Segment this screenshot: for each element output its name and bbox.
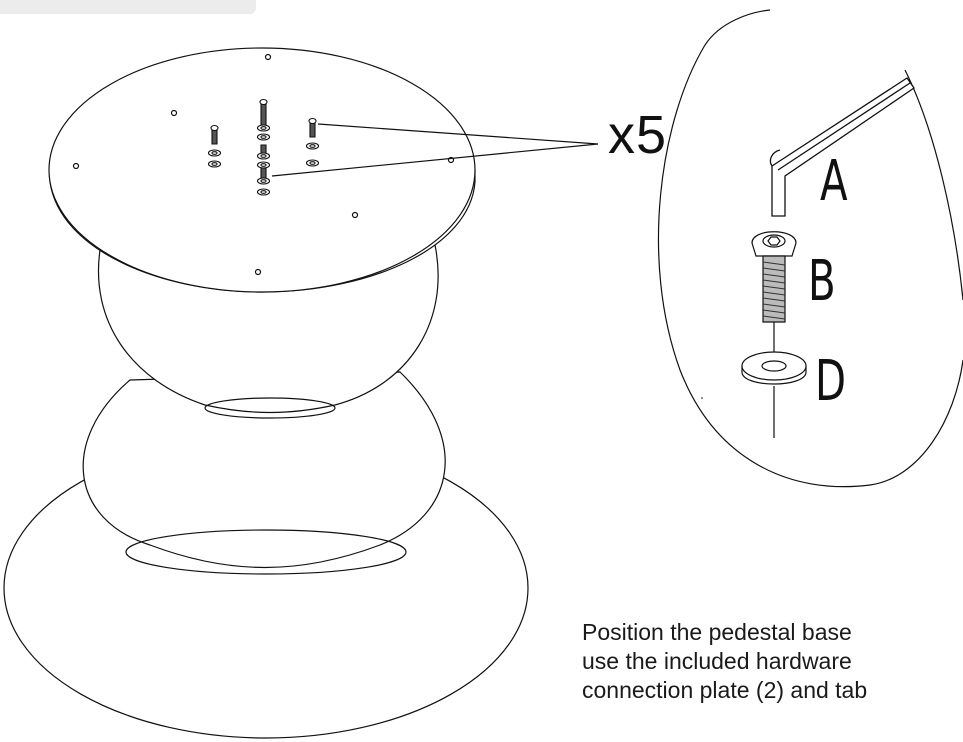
allen-key-icon [770,78,914,216]
bolt-stack [209,100,319,196]
pedestal-lower-bulb [83,372,445,568]
instruction-line: Position the pedestal base [582,619,852,645]
mounting-holes [74,55,454,275]
instruction-line: connection plate (2) and tab [582,677,868,703]
detail-callout-circle [658,10,963,487]
quantity-callout: x5 [608,105,668,165]
washer-icon [742,352,806,438]
part-label-a: A [820,149,848,214]
part-label-b: B [808,249,836,314]
part-label-d: D [815,349,847,414]
top-tab-bar [0,0,256,14]
instruction-text: Position the pedestal base use the inclu… [582,618,963,705]
pedestal-upper-bulb [98,245,438,413]
callout-leaders [272,124,598,176]
instruction-line: use the included hardware [582,648,852,674]
bolt-icon [752,232,796,352]
